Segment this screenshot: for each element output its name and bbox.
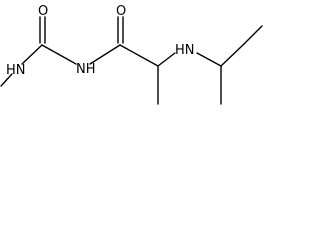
- bond-right-nh-to-sec-carbon: [196, 52, 222, 67]
- atom-label-nh-left: HN: [6, 63, 26, 78]
- bond-middle-nh-to-amide-carbon: [89, 44, 121, 65]
- bond-sec-carbon-to-ethyl: [220, 43, 245, 67]
- bond-ethyl-to-terminal-methyl: [243, 25, 263, 45]
- atom-label-o-left: O: [38, 4, 48, 19]
- bond-urea-carbon-to-middle-nh: [41, 44, 77, 65]
- bond-left-nh-to-urea-carbon: [21, 44, 43, 65]
- atom-label-o-right: O: [116, 4, 126, 19]
- chemical-structure-diagram: HN O NH O HN: [0, 4, 263, 105]
- bond-methyl-to-left-nh: [0, 73, 13, 87]
- bond-amide-carbon-to-alpha-carbon: [119, 44, 159, 67]
- bond-alpha-carbon-to-right-nh: [157, 52, 176, 67]
- bond-group: [0, 16, 263, 105]
- atom-label-nh-right: HN: [175, 43, 195, 58]
- atom-label-nh-middle: NH: [76, 62, 96, 77]
